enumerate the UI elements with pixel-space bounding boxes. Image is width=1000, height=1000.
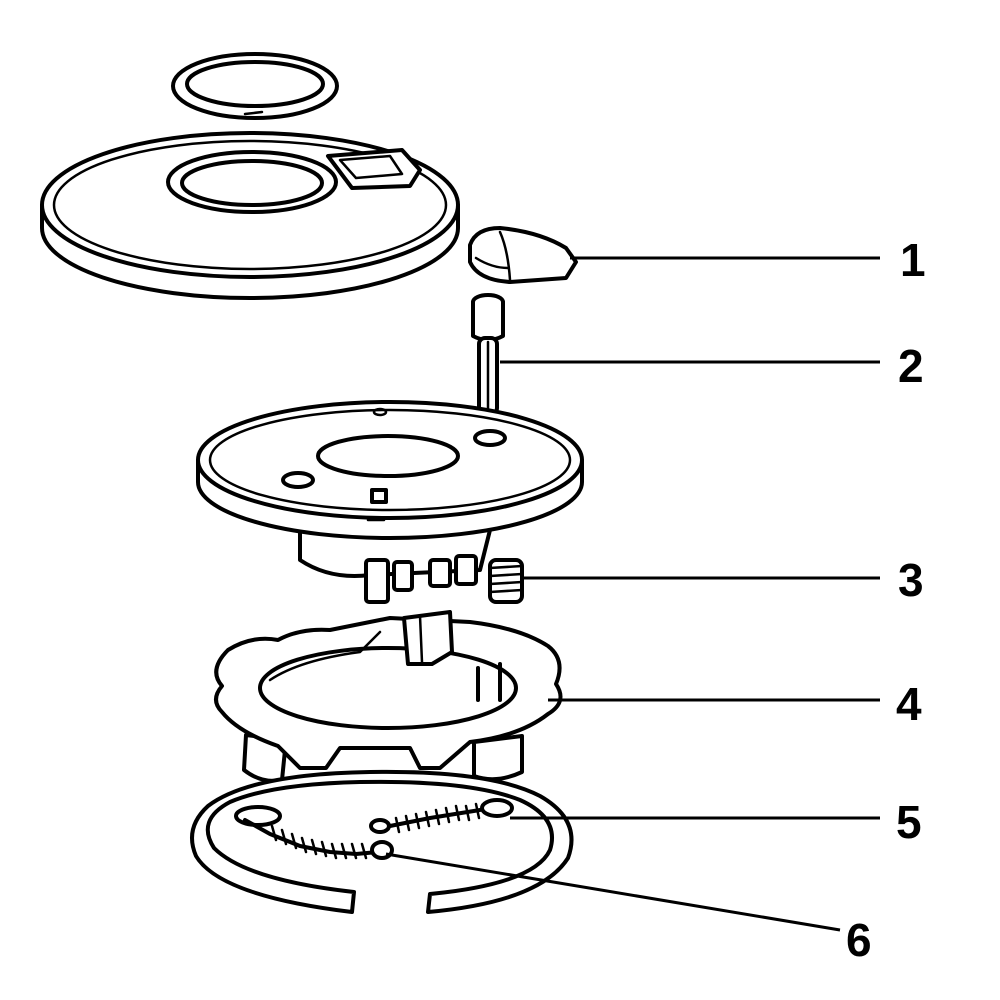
pin-part [471, 293, 505, 416]
top-retaining-ring [171, 52, 339, 120]
leader-line-6 [385, 852, 841, 932]
callout-label-1: 1 [900, 234, 926, 286]
knob-part [468, 226, 578, 284]
callout-label-2: 2 [898, 340, 924, 392]
cover-plate [40, 131, 460, 300]
callout-labels: 1 2 3 4 5 6 [846, 234, 926, 966]
coil-springs [234, 798, 514, 860]
callout-label-4: 4 [896, 678, 922, 730]
callout-label-3: 3 [898, 554, 924, 606]
leader-lines [385, 256, 880, 932]
small-spring-part [488, 558, 524, 604]
callout-label-5: 5 [896, 796, 922, 848]
middle-plate [196, 400, 584, 604]
ratchet-disc-part [214, 610, 563, 783]
lower-ring [190, 769, 574, 914]
callout-label-6: 6 [846, 914, 872, 966]
